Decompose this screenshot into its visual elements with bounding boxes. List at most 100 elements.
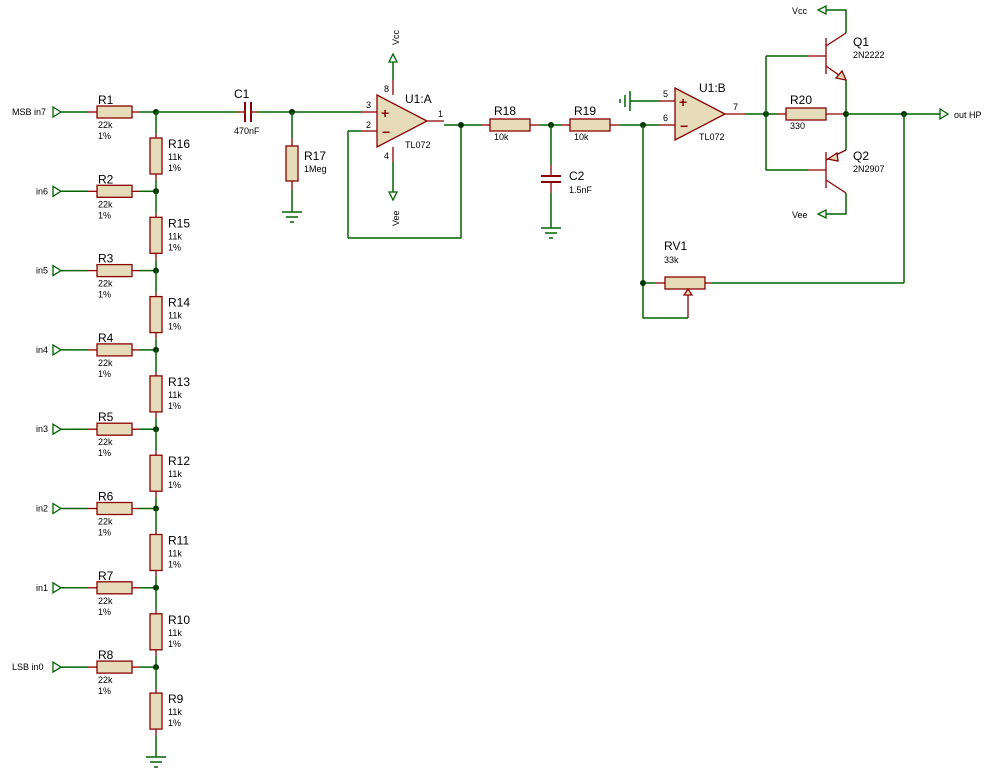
u1a-vee-label: Vee bbox=[391, 210, 401, 226]
shunt-resistor-ref: R14 bbox=[168, 296, 190, 310]
junction-dot bbox=[458, 122, 464, 128]
shunt-resistor-value: 11k bbox=[168, 311, 182, 321]
series-resistor-tolerance: 1% bbox=[98, 607, 111, 617]
shunt-resistor-tolerance: 1% bbox=[168, 163, 181, 173]
vee-port-arrow bbox=[816, 208, 827, 220]
shunt-resistor bbox=[149, 533, 163, 572]
r18-resistor bbox=[489, 118, 531, 132]
input-port-arrow bbox=[52, 660, 63, 674]
shunt-resistor bbox=[149, 375, 163, 413]
series-resistor-tolerance: 1% bbox=[98, 528, 111, 538]
u1a-pin-4: 4 bbox=[384, 151, 389, 161]
u1a-pin-3: 3 bbox=[366, 100, 371, 110]
series-resistor-ref: R2 bbox=[98, 172, 114, 186]
u1b-triangle bbox=[674, 86, 727, 142]
c2-ref: C2 bbox=[569, 169, 585, 183]
q1-ref: Q1 bbox=[853, 35, 869, 49]
opamp-u1a: + − 3 2 1 8 4 U1:A TL072 Vcc Vee bbox=[347, 29, 482, 239]
input-label-in2: in2 bbox=[36, 504, 48, 514]
shunt-resistor bbox=[149, 137, 163, 175]
shunt-resistor-tolerance: 1% bbox=[168, 322, 181, 332]
output-port-arrow bbox=[939, 107, 950, 121]
c1-ref: C1 bbox=[234, 87, 250, 101]
series-resistor-value: 22k bbox=[98, 596, 113, 606]
r18-ref: R18 bbox=[494, 104, 516, 118]
shunt-resistor-tolerance: 1% bbox=[168, 718, 181, 728]
shunt-resistor-value: 11k bbox=[168, 549, 182, 559]
series-resistor-ref: R5 bbox=[98, 410, 114, 424]
series-resistor-value: 22k bbox=[98, 517, 113, 527]
shunt-resistor-value: 11k bbox=[168, 469, 182, 479]
u1a-pin-8: 8 bbox=[384, 84, 389, 94]
series-resistor bbox=[96, 184, 133, 198]
r17-resistor bbox=[285, 145, 299, 182]
u1b-plus-sign: + bbox=[679, 94, 687, 110]
shunt-resistor-ref: R16 bbox=[168, 137, 190, 151]
lowpass-section: R18 10k C2 1.5nF R19 10k bbox=[482, 104, 660, 239]
u1b-value: TL072 bbox=[699, 132, 725, 142]
u1a-triangle bbox=[376, 93, 429, 149]
series-resistor bbox=[96, 501, 133, 516]
q1-vcc-label: Vcc bbox=[792, 6, 808, 16]
series-resistor bbox=[96, 343, 133, 357]
r19-value: 10k bbox=[574, 132, 589, 142]
series-resistor bbox=[96, 105, 133, 119]
q2-vee-label: Vee bbox=[792, 210, 808, 220]
rv1-potentiometer bbox=[664, 276, 706, 290]
u1a-pin-2: 2 bbox=[366, 120, 371, 130]
r2r-ladder: MSB in7R122k1%R1611k1%in6R222k1%R1511k1%… bbox=[12, 93, 190, 768]
q1-value: 2N2222 bbox=[853, 50, 885, 60]
q2-emitter-arrow bbox=[826, 151, 839, 162]
r20-ref: R20 bbox=[790, 93, 812, 107]
series-resistor-ref: R7 bbox=[98, 569, 114, 583]
u1b-ref: U1:B bbox=[699, 81, 726, 95]
series-resistor-ref: R1 bbox=[98, 93, 114, 107]
series-resistor bbox=[96, 422, 133, 436]
input-port-arrow bbox=[52, 343, 63, 357]
shunt-resistor-tolerance: 1% bbox=[168, 242, 181, 252]
rv1-ref: RV1 bbox=[664, 239, 687, 253]
input-port-arrow bbox=[52, 185, 63, 198]
shunt-resistor-tolerance: 1% bbox=[168, 639, 181, 649]
input-port-arrow bbox=[52, 105, 63, 119]
shunt-resistor-ref: R10 bbox=[168, 613, 190, 627]
series-resistor-ref: R3 bbox=[98, 252, 114, 266]
input-label-lsb: LSB in0 bbox=[12, 662, 44, 672]
u1a-plus-sign: + bbox=[381, 105, 389, 121]
series-resistor-value: 22k bbox=[98, 437, 113, 447]
input-label-in5: in5 bbox=[36, 266, 48, 276]
r20-resistor bbox=[785, 107, 827, 121]
shunt-resistor-tolerance: 1% bbox=[168, 401, 181, 411]
shunt-resistor-ref: R15 bbox=[168, 216, 190, 230]
shunt-resistor bbox=[149, 454, 163, 492]
u1a-ref: U1:A bbox=[405, 92, 432, 106]
shunt-resistor-value: 11k bbox=[168, 390, 182, 400]
series-resistor-ref: R8 bbox=[98, 648, 114, 662]
rv1-wiper-arrow bbox=[682, 287, 694, 296]
shunt-resistor-ref: R11 bbox=[168, 534, 189, 548]
input-label-in3: in3 bbox=[36, 424, 48, 434]
vee-port-arrow bbox=[387, 191, 399, 202]
r19-ref: R19 bbox=[574, 104, 596, 118]
shunt-resistor-tolerance: 1% bbox=[168, 480, 181, 490]
series-resistor bbox=[96, 581, 133, 595]
feedback-pot: RV1 33k bbox=[640, 114, 905, 319]
input-port-arrow bbox=[52, 581, 63, 594]
u1b-minus-sign: − bbox=[680, 118, 688, 134]
input-label-in4: in4 bbox=[36, 345, 48, 355]
shunt-resistor-value: 11k bbox=[168, 152, 182, 162]
shunt-resistor-value: 11k bbox=[168, 231, 182, 241]
series-resistor bbox=[96, 263, 133, 278]
u1b-pin-5: 5 bbox=[663, 89, 668, 99]
q1-emitter-arrow bbox=[834, 69, 848, 81]
shunt-resistor bbox=[149, 692, 163, 730]
output-label: out HP bbox=[954, 110, 982, 120]
series-resistor-value: 22k bbox=[98, 120, 113, 130]
shunt-resistor-value: 11k bbox=[168, 707, 182, 717]
q2-ref: Q2 bbox=[853, 149, 869, 163]
series-resistor-tolerance: 1% bbox=[98, 131, 111, 141]
r19-resistor bbox=[569, 118, 611, 132]
vcc-port-arrow bbox=[387, 52, 399, 63]
vcc-port-arrow bbox=[816, 4, 827, 16]
